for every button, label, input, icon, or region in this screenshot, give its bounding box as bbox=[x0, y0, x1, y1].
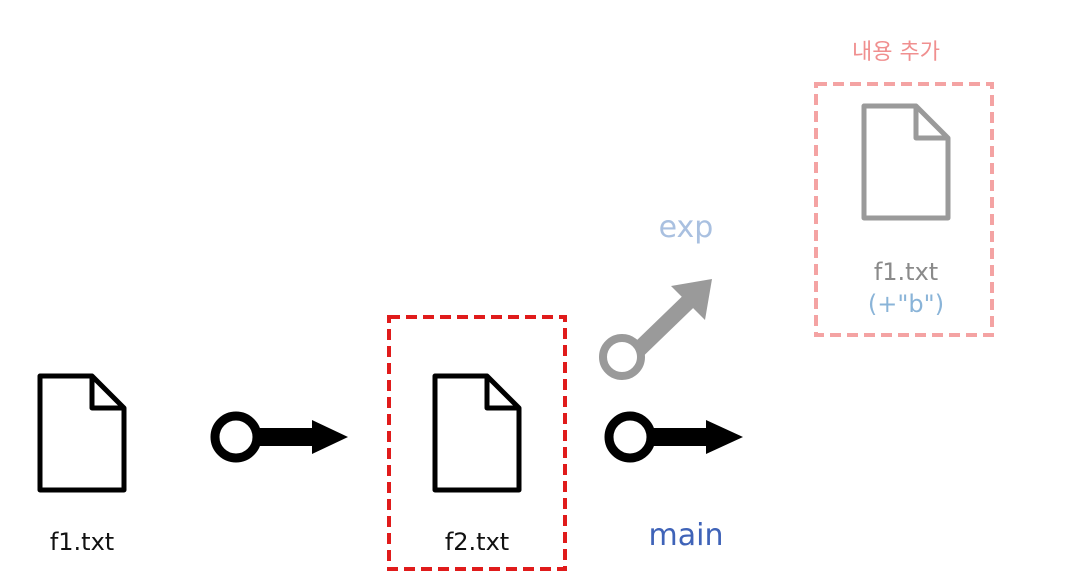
file-icon-f1-modified bbox=[861, 103, 951, 221]
file-label-f2: f2.txt bbox=[444, 528, 510, 556]
file-label-f1-modified: f1.txt bbox=[873, 258, 939, 286]
file-icon-f2 bbox=[432, 373, 522, 493]
file-label-f1: f1.txt bbox=[49, 528, 115, 556]
change-note: (+"b") bbox=[867, 290, 945, 318]
current-commit-highlight bbox=[387, 315, 567, 571]
annotation-box bbox=[814, 82, 994, 337]
annotation-label: 내용 추가 bbox=[852, 40, 940, 65]
branch-label-main: main bbox=[648, 518, 724, 553]
main-branch-arrow bbox=[604, 411, 743, 463]
commit-arrow-1 bbox=[210, 411, 348, 463]
exp-branch-arrow bbox=[599, 279, 712, 380]
branch-label-exp: exp bbox=[658, 210, 714, 245]
file-icon-f1 bbox=[37, 373, 127, 493]
